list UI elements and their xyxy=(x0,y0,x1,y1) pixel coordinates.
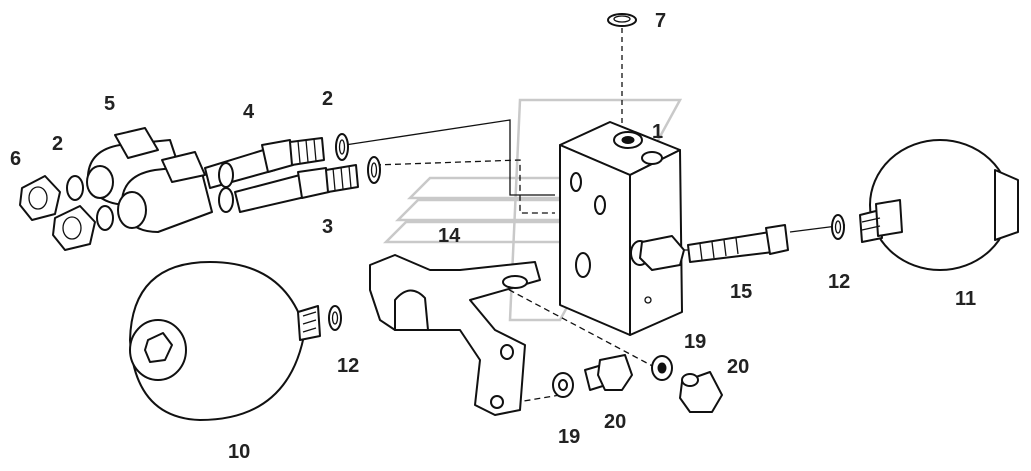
plug-part-7 xyxy=(607,13,637,27)
label-part-11: 11 xyxy=(955,288,976,310)
label-part-10: 10 xyxy=(228,441,250,463)
label-part-4: 4 xyxy=(243,101,255,123)
label-part-5: 5 xyxy=(104,93,115,115)
o-ring-part-2-lower xyxy=(367,156,381,184)
washer-part-19-lower xyxy=(552,372,574,398)
label-part-3: 3 xyxy=(322,216,333,238)
washer-part-12-right xyxy=(831,214,845,240)
label-part-12a: 12 xyxy=(828,271,850,293)
label-part-19a: 19 xyxy=(684,331,706,353)
label-part-14: 14 xyxy=(438,225,461,247)
label-part-12b: 12 xyxy=(337,355,359,377)
nut-part-6 xyxy=(19,175,96,251)
bolt-part-15 xyxy=(639,224,789,271)
washer-part-12-left xyxy=(328,305,342,331)
label-part-19b: 19 xyxy=(558,426,580,448)
callout-labels: 1 2 2 3 4 5 6 7 10 11 12 12 14 15 19 19 … xyxy=(10,10,976,463)
bolt-part-20-upper xyxy=(679,371,723,413)
label-part-20a: 20 xyxy=(727,356,749,378)
o-ring-part-2-upper xyxy=(335,133,349,161)
solenoid-coil-part-5 xyxy=(86,127,213,233)
label-part-1: 1 xyxy=(652,121,663,143)
label-part-2b: 2 xyxy=(52,133,63,155)
label-part-7: 7 xyxy=(655,10,666,32)
label-part-20b: 20 xyxy=(604,411,626,433)
valve-block-part-1 xyxy=(559,121,683,336)
bracket-part-14 xyxy=(369,254,541,416)
label-part-2a: 2 xyxy=(322,88,333,110)
o-ring-part-2-left xyxy=(66,162,234,231)
accumulator-part-11 xyxy=(859,139,1019,271)
cartridge-part-3 xyxy=(234,164,359,213)
accumulator-part-10 xyxy=(129,261,321,421)
label-part-15: 15 xyxy=(730,281,752,303)
washer-part-19-upper xyxy=(651,355,673,381)
bolt-part-20-lower xyxy=(584,354,633,391)
label-part-6: 6 xyxy=(10,148,21,170)
